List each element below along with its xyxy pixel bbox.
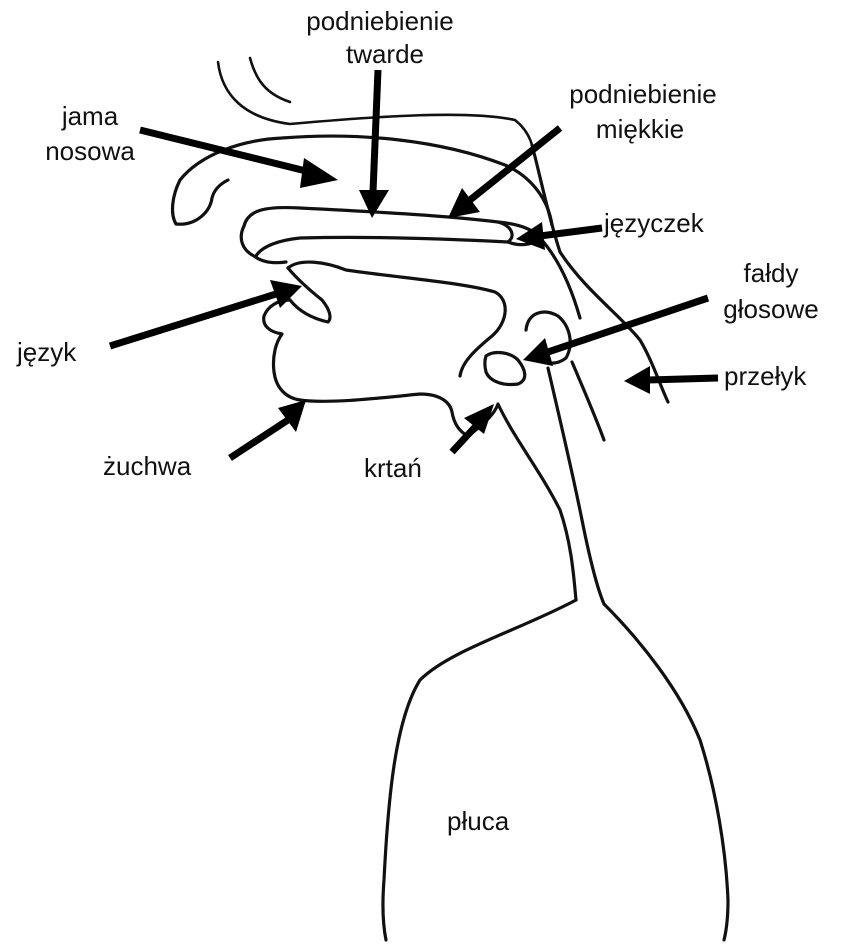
arrow-soft-palate <box>448 128 560 218</box>
epiglottis-outline <box>485 353 525 385</box>
label-jaw: żuchwa <box>103 451 192 481</box>
arrow-vocal-folds <box>523 298 708 366</box>
lungs-outline <box>383 600 576 940</box>
label-vocal-folds-line2: głosowe <box>723 294 818 324</box>
label-nasal-cavity-line2: nosowa <box>45 136 135 166</box>
labels: podniebienie twarde jama nosowa podniebi… <box>16 6 819 836</box>
label-lungs: płuca <box>447 806 510 836</box>
esophagus-outline <box>572 362 604 440</box>
label-hard-palate-line1: podniebienie <box>306 6 453 36</box>
tongue-tip <box>288 268 330 322</box>
lower-lip-outline <box>264 300 300 400</box>
label-nasal-cavity-line1: jama <box>61 101 119 131</box>
trachea-back <box>548 368 604 604</box>
jaw-outline <box>300 394 468 436</box>
trachea-front <box>468 404 576 600</box>
label-hard-palate-line2: twarde <box>346 39 424 69</box>
forehead-outline-inner <box>250 58 290 102</box>
arrow-tongue <box>110 280 302 346</box>
arrow-nasal-cavity <box>140 130 338 188</box>
arrow-hard-palate <box>359 70 389 218</box>
upper-lip-outline <box>241 226 286 263</box>
nose-outline <box>173 180 228 224</box>
label-vocal-folds-line1: fałdy <box>744 258 799 288</box>
label-soft-palate-line2: miękkie <box>596 114 684 144</box>
label-larynx: krtań <box>364 453 422 483</box>
label-soft-palate-line1: podniebienie <box>569 79 716 109</box>
hard-palate-outline <box>244 208 512 256</box>
lungs-outline-right <box>604 604 728 940</box>
label-uvula: języczek <box>603 208 705 238</box>
arrow-jaw <box>230 400 306 458</box>
arrow-esophagus <box>624 366 718 394</box>
label-tongue: język <box>16 337 77 367</box>
label-esophagus: przełyk <box>724 361 807 391</box>
